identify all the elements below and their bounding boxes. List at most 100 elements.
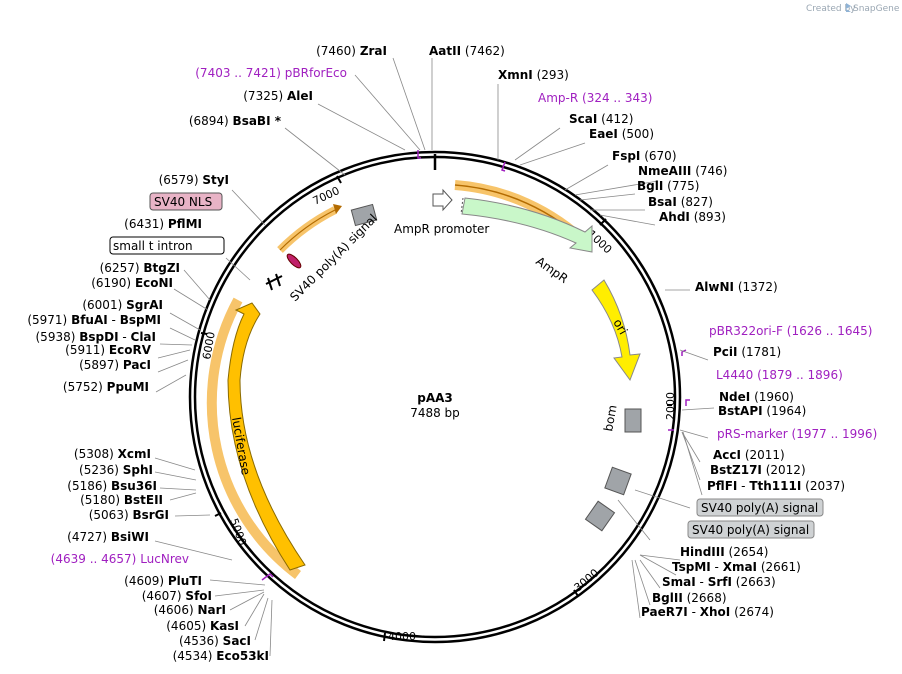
ampr-start-marker — [460, 197, 464, 215]
restriction-site-name: SmaI — [662, 575, 696, 589]
ori-label: ori — [610, 317, 630, 338]
luciferase-feature-arrow — [227, 302, 306, 571]
restriction-site-position: (893) — [694, 210, 726, 224]
restriction-site-label: (6579) StyI — [159, 173, 229, 187]
restriction-site-label: (6894) BsaBI * — [189, 114, 282, 128]
tick-mark — [214, 512, 222, 517]
primer-range: (1977 .. 1996) — [792, 427, 878, 441]
restriction-site-position: (5897) — [79, 358, 119, 372]
restriction-site-label: BsaI (827) — [648, 195, 713, 209]
restriction-site-name: StyI — [202, 173, 229, 187]
restriction-site-label: (5180) BstEII — [80, 493, 163, 507]
separator: - — [119, 330, 131, 344]
separator: - — [711, 560, 723, 574]
restriction-site-name: SrfI — [708, 575, 732, 589]
restriction-site-name: BsrGI — [132, 508, 169, 522]
restriction-site-name: BglI — [637, 179, 663, 193]
restriction-site-name: BsaI — [648, 195, 677, 209]
restriction-site-name: PflMI — [168, 217, 202, 231]
site-labels: AatII (7462)XmnI (293)ScaI (412)EaeI (50… — [27, 44, 877, 663]
restriction-site-label: TspMI - XmaI (2661) — [672, 560, 801, 574]
restriction-site-label: AhdI (893) — [659, 210, 726, 224]
restriction-site-name: XmnI — [498, 68, 533, 82]
restriction-site-position: (1960) — [754, 390, 794, 404]
restriction-site-position: (5752) — [63, 380, 103, 394]
primer-name: L4440 — [716, 368, 753, 382]
restriction-site-position: (5308) — [74, 447, 114, 461]
restriction-site-name: XmaI — [723, 560, 757, 574]
primer-range: (1626 .. 1645) — [787, 324, 873, 338]
primer-range: (1879 .. 1896) — [757, 368, 843, 382]
primer-name: pRS-marker — [717, 427, 788, 441]
sv40-polya-label-2: SV40 poly(A) signal — [692, 523, 809, 537]
restriction-site-name: EcoRV — [109, 343, 152, 357]
restriction-site-label: (4607) SfoI — [142, 589, 212, 603]
bom-feature — [624, 408, 642, 433]
restriction-site-position: (293) — [537, 68, 569, 82]
small-t-intron-feature — [265, 273, 283, 291]
restriction-site-position: (4536) — [179, 634, 219, 648]
restriction-site-name: SacI — [223, 634, 251, 648]
primer-name: Amp-R — [538, 91, 578, 105]
restriction-site-label: SmaI - SrfI (2663) — [662, 575, 776, 589]
primer-label: L4440 (1879 .. 1896) — [716, 368, 843, 382]
ampr-feature-arrow — [461, 197, 593, 253]
restriction-site-label: (5897) PacI — [79, 358, 151, 372]
restriction-site-position: (670) — [644, 149, 676, 163]
ori-feature-arrow — [591, 279, 641, 382]
restriction-site-name: ClaI — [131, 330, 156, 344]
restriction-site-position: (6190) — [91, 276, 131, 290]
bom-label: bom — [601, 404, 619, 433]
restriction-site-position: (4727) — [67, 530, 107, 544]
restriction-site-label: (6431) PflMI — [124, 217, 202, 231]
restriction-site-position: (1372) — [738, 280, 778, 294]
separator: - — [108, 313, 120, 327]
primer-label: pRS-marker (1977 .. 1996) — [717, 427, 877, 441]
restriction-site-position: (412) — [601, 112, 633, 126]
restriction-site-position: (2668) — [687, 591, 727, 605]
restriction-site-label: (4605) KasI — [166, 619, 239, 633]
restriction-site-label: AlwNI (1372) — [695, 280, 778, 294]
restriction-site-label: AccI (2011) — [713, 448, 785, 462]
restriction-site-name: AatII — [429, 44, 461, 58]
sv40-polya-feature-c — [350, 203, 378, 227]
primer-label: Amp-R (324 .. 343) — [538, 91, 652, 105]
luciferase-glow — [206, 297, 301, 580]
restriction-site-name: PacI — [123, 358, 151, 372]
restriction-site-label: (5236) SphI — [79, 463, 153, 477]
restriction-site-name: SgrAI — [126, 298, 163, 312]
restriction-site-label: PaeR7I - XhoI (2674) — [641, 605, 774, 619]
restriction-site-position: (7325) — [243, 89, 283, 103]
restriction-site-label: BglI (775) — [637, 179, 699, 193]
snapgene-logo-icon — [846, 3, 851, 12]
leader-lines — [154, 57, 715, 657]
restriction-site-name: AlwNI — [695, 280, 734, 294]
restriction-site-name: AccI — [713, 448, 741, 462]
ampr-promoter-label: AmpR promoter — [394, 222, 489, 236]
restriction-site-name: KasI — [210, 619, 239, 633]
restriction-site-position: (775) — [667, 179, 699, 193]
restriction-site-name: FspI — [612, 149, 640, 163]
restriction-site-name: XcmI — [118, 447, 151, 461]
ampr-label: AmpR — [533, 254, 570, 286]
restriction-site-position: (1781) — [741, 345, 781, 359]
primer-range: (4639 .. 4657) — [51, 552, 137, 566]
restriction-site-name: BsaBI * — [233, 114, 282, 128]
restriction-site-label: HindIII (2654) — [680, 545, 768, 559]
restriction-site-name: Tth111I — [749, 479, 801, 493]
restriction-site-position: (6579) — [159, 173, 199, 187]
restriction-site-label: (5063) BsrGI — [89, 508, 169, 522]
luciferase-label: luciferase — [229, 416, 253, 476]
sv40-polya-box-2 — [687, 520, 815, 539]
primer-name: pBRforEco — [285, 66, 347, 80]
restriction-site-position: (5186) — [67, 479, 107, 493]
restriction-site-label: (4536) SacI — [179, 634, 251, 648]
ampr-promoter-arrow — [432, 188, 453, 212]
restriction-site-label: (6190) EcoNI — [91, 276, 173, 290]
restriction-site-position: (2011) — [745, 448, 785, 462]
restriction-site-position: (1964) — [766, 404, 806, 418]
sv40-polya-feature-b — [584, 500, 616, 532]
primer-range: (324 .. 343) — [582, 91, 652, 105]
restriction-site-position: (5911) — [65, 343, 105, 357]
restriction-site-position: (5938) — [36, 330, 76, 344]
